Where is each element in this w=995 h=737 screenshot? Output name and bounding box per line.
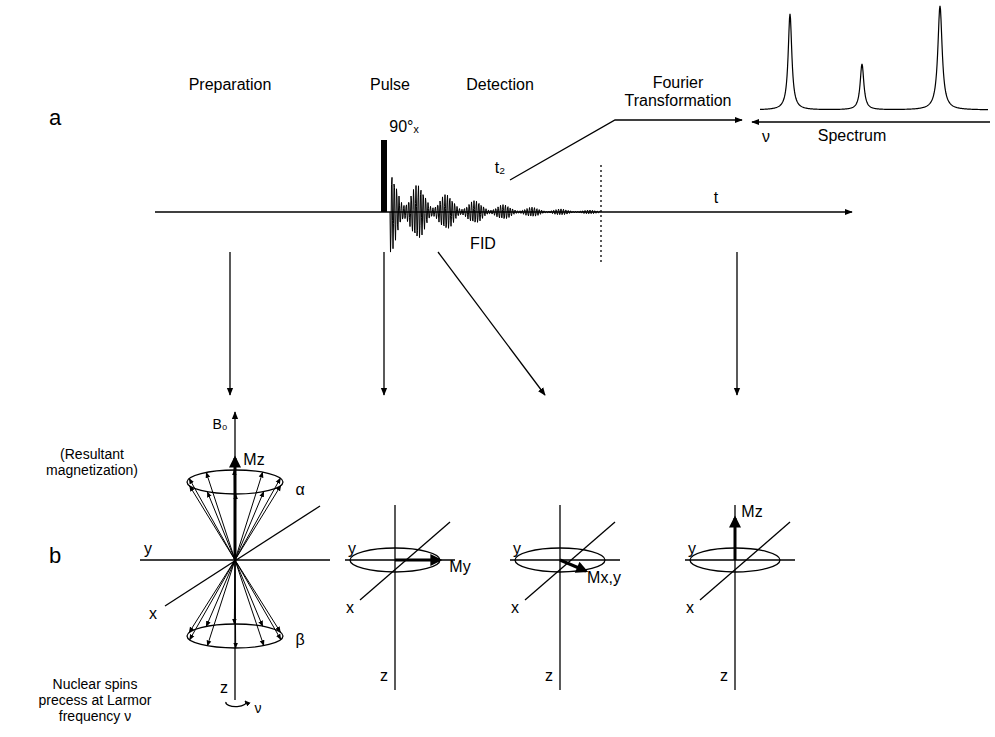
axis-label: y — [513, 540, 521, 558]
stage-heading: Detection — [466, 76, 534, 94]
stage-heading: Preparation — [189, 76, 272, 94]
down-arrow — [438, 252, 545, 395]
axis-label: x — [149, 605, 157, 623]
axis-title: Spectrum — [818, 127, 886, 145]
frequency-axis — [752, 121, 990, 122]
vector-label: My — [449, 558, 470, 576]
vector-label: Mz — [741, 503, 762, 521]
spectrum-trace — [760, 6, 988, 110]
pulse-bar — [381, 140, 387, 212]
axis-label: y — [688, 540, 696, 558]
axis-symbol: ν — [762, 128, 770, 146]
dephasing-frame — [510, 505, 620, 690]
signal-label: FID — [470, 235, 496, 253]
vector-label: Mz — [243, 451, 264, 469]
acquisition-end — [600, 165, 601, 262]
relaxed-frame — [685, 505, 795, 690]
axis-label: x — [686, 599, 694, 617]
spin-state: α — [295, 481, 304, 499]
vector-label: Mx,y — [587, 569, 621, 587]
axis-label: x — [346, 599, 354, 617]
time-label: t₂ — [495, 159, 506, 177]
down-arrow — [229, 252, 230, 395]
field-label: B₀ — [212, 416, 227, 432]
stage-heading: Pulse — [370, 76, 410, 94]
step-label: Fourier Transformation — [613, 74, 743, 111]
axis-label: z — [720, 667, 728, 685]
axis-label: z — [220, 679, 228, 697]
axis-label: y — [348, 540, 356, 558]
axis-label: x — [511, 599, 519, 617]
spin-cones — [140, 412, 330, 707]
transverse-frame — [345, 505, 455, 690]
spin-state: β — [295, 631, 304, 649]
frequency-symbol: ν — [255, 700, 262, 716]
down-arrow — [736, 252, 737, 395]
panel-letter: b — [49, 543, 61, 568]
note-text: Nuclear spins precess at Larmor frequenc… — [30, 676, 160, 724]
panel-letter: a — [49, 105, 61, 130]
pulse-label: 90°ₓ — [389, 118, 418, 136]
down-arrow — [383, 252, 384, 395]
axis-label: z — [380, 667, 388, 685]
note-text: (Resultant magnetization) — [32, 446, 152, 478]
axis-label: y — [144, 540, 152, 558]
axis-symbol: t — [714, 189, 718, 207]
axis-label: z — [545, 667, 553, 685]
fourier-arrow — [510, 120, 742, 180]
